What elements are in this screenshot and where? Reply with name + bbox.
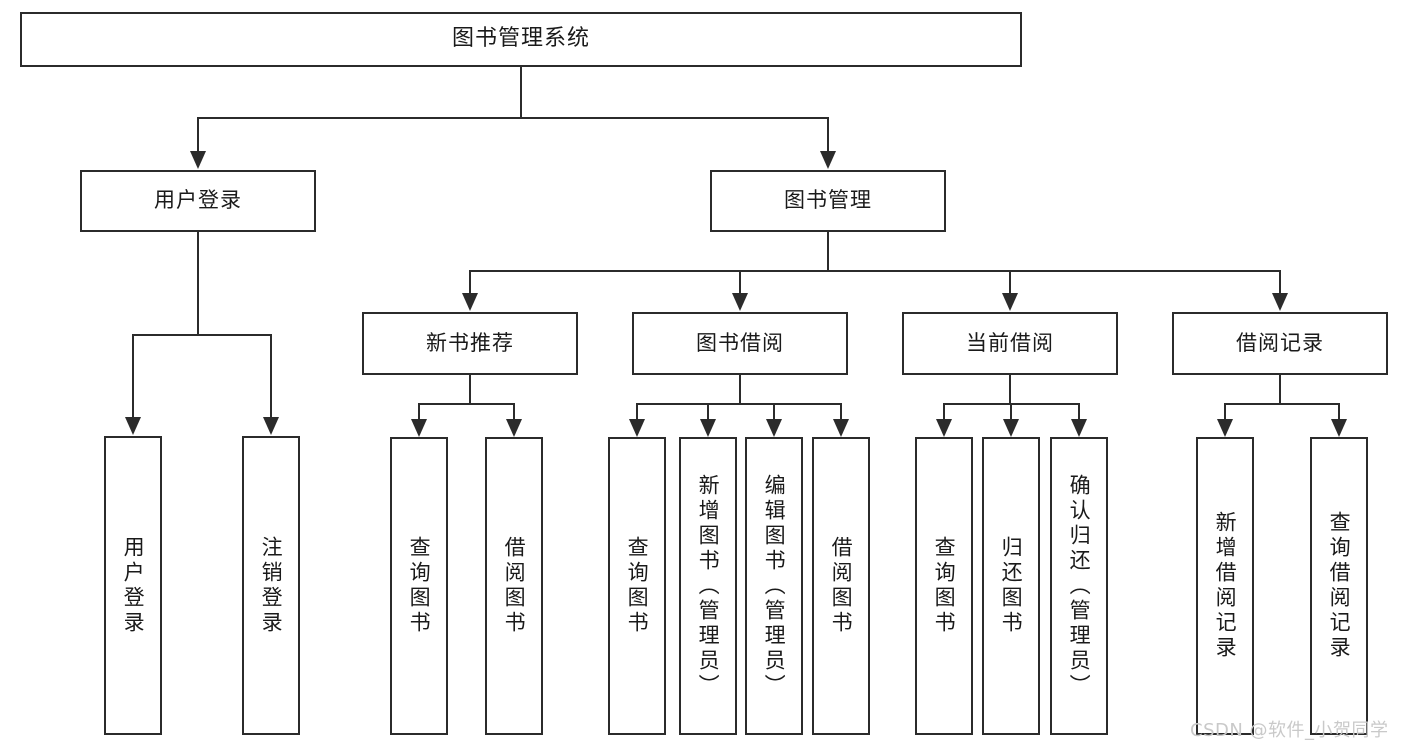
arrowhead-new-books-leaf-1: [411, 419, 427, 437]
arrowhead-borrow-leaf-4: [833, 419, 849, 437]
leaf-return-books[interactable]: 归还图书: [982, 437, 1040, 735]
leaf-query-borrow-record[interactable]: 查询借阅记录: [1310, 437, 1368, 735]
arrowhead-to-book-mgmt: [820, 151, 836, 169]
connector-current-borrow-to-leaf-2: [1010, 403, 1012, 420]
connector-new-books-to-leaf-2: [513, 403, 515, 420]
node-label: 新增借阅记录: [1213, 511, 1238, 661]
leaf-add-borrow-record[interactable]: 新增借阅记录: [1196, 437, 1254, 735]
node-label: 归还图书: [999, 536, 1024, 636]
connector-book-mgmt-to-current-borrow: [1009, 270, 1011, 294]
connector-book-mgmt-stem: [827, 232, 829, 271]
node-label: 图书借阅: [696, 330, 784, 355]
leaf-query-books-current[interactable]: 查询图书: [915, 437, 973, 735]
connector-book-mgmt-to-new-books: [469, 270, 471, 294]
arrowhead-to-new-books: [462, 293, 478, 311]
connector-current-borrow-to-leaf-1: [943, 403, 945, 420]
node-borrow-records[interactable]: 借阅记录: [1172, 312, 1388, 375]
connector-user-login-bar: [132, 334, 271, 336]
node-label: 新增图书（管理员）: [696, 473, 721, 699]
connector-root-stem: [520, 67, 522, 118]
arrowhead-new-books-leaf-2: [506, 419, 522, 437]
connector-new-books-bar: [418, 403, 514, 405]
node-label: 用户登录: [154, 188, 242, 213]
connector-book-mgmt-to-borrow: [739, 270, 741, 294]
leaf-user-login[interactable]: 用户登录: [104, 436, 162, 735]
leaf-query-books-borrow[interactable]: 查询图书: [608, 437, 666, 735]
leaf-confirm-return-admin[interactable]: 确认归还（管理员）: [1050, 437, 1108, 735]
connector-current-borrow-stem: [1009, 375, 1011, 405]
connector-book-mgmt-bar: [469, 270, 1281, 272]
node-label: 查询图书: [932, 536, 957, 636]
node-label: 借阅记录: [1236, 330, 1324, 355]
connector-new-books-stem: [469, 375, 471, 405]
node-book-borrow[interactable]: 图书借阅: [632, 312, 848, 375]
arrowhead-borrow-leaf-2: [700, 419, 716, 437]
leaf-query-books-new[interactable]: 查询图书: [390, 437, 448, 735]
leaf-edit-book-admin[interactable]: 编辑图书（管理员）: [745, 437, 803, 735]
arrowhead-current-borrow-leaf-1: [936, 419, 952, 437]
node-book-management[interactable]: 图书管理: [710, 170, 946, 232]
node-label: 当前借阅: [966, 330, 1054, 355]
connector-root-bar: [197, 117, 829, 119]
connector-borrow-to-leaf-2: [707, 403, 709, 420]
node-label: 图书管理系统: [451, 26, 590, 52]
node-current-borrow[interactable]: 当前借阅: [902, 312, 1118, 375]
connector-user-login-to-leaf-1: [132, 334, 134, 418]
arrowhead-borrow-leaf-3: [766, 419, 782, 437]
connector-borrow-records-to-leaf-2: [1338, 403, 1340, 420]
node-label: 借阅图书: [829, 536, 854, 636]
leaf-borrow-books-new[interactable]: 借阅图书: [485, 437, 543, 735]
connector-borrow-records-bar: [1224, 403, 1339, 405]
leaf-borrow-books[interactable]: 借阅图书: [812, 437, 870, 735]
arrowhead-current-borrow-leaf-3: [1071, 419, 1087, 437]
leaf-logout[interactable]: 注销登录: [242, 436, 300, 735]
connector-user-login-stem: [197, 232, 199, 335]
connector-borrow-to-leaf-3: [773, 403, 775, 420]
arrowhead-user-login-leaf-2: [263, 417, 279, 435]
node-user-login[interactable]: 用户登录: [80, 170, 316, 232]
arrowhead-borrow-records-leaf-2: [1331, 419, 1347, 437]
connector-new-books-to-leaf-1: [418, 403, 420, 420]
node-label: 查询图书: [407, 536, 432, 636]
arrowhead-user-login-leaf-1: [125, 417, 141, 435]
leaf-add-book-admin[interactable]: 新增图书（管理员）: [679, 437, 737, 735]
node-label: 用户登录: [121, 535, 146, 636]
node-label: 图书管理: [784, 188, 872, 213]
connector-user-login-to-leaf-2: [270, 334, 272, 418]
connector-root-to-user-login: [197, 117, 199, 152]
connector-borrow-stem: [739, 375, 741, 405]
connector-root-to-book-mgmt: [827, 117, 829, 152]
connector-current-borrow-to-leaf-3: [1078, 403, 1080, 420]
arrowhead-to-borrow-records: [1272, 293, 1288, 311]
arrowhead-borrow-leaf-1: [629, 419, 645, 437]
connector-borrow-bar: [636, 403, 842, 405]
connector-book-mgmt-to-borrow-records: [1279, 270, 1281, 294]
connector-borrow-to-leaf-1: [636, 403, 638, 420]
arrowhead-to-current-borrow: [1002, 293, 1018, 311]
node-root-system[interactable]: 图书管理系统: [20, 12, 1022, 67]
node-label: 确认归还（管理员）: [1067, 473, 1092, 699]
arrowhead-borrow-records-leaf-1: [1217, 419, 1233, 437]
node-label: 查询图书: [625, 536, 650, 636]
connector-borrow-records-stem: [1279, 375, 1281, 405]
node-label: 查询借阅记录: [1327, 511, 1352, 661]
node-new-book-recommend[interactable]: 新书推荐: [362, 312, 578, 375]
node-label: 借阅图书: [502, 536, 527, 636]
connector-borrow-to-leaf-4: [840, 403, 842, 420]
node-label: 注销登录: [259, 535, 284, 636]
arrowhead-to-user-login: [190, 151, 206, 169]
node-label: 新书推荐: [426, 330, 514, 355]
node-label: 编辑图书（管理员）: [762, 473, 787, 699]
connector-borrow-records-to-leaf-1: [1224, 403, 1226, 420]
arrowhead-current-borrow-leaf-2: [1003, 419, 1019, 437]
arrowhead-to-borrow: [732, 293, 748, 311]
